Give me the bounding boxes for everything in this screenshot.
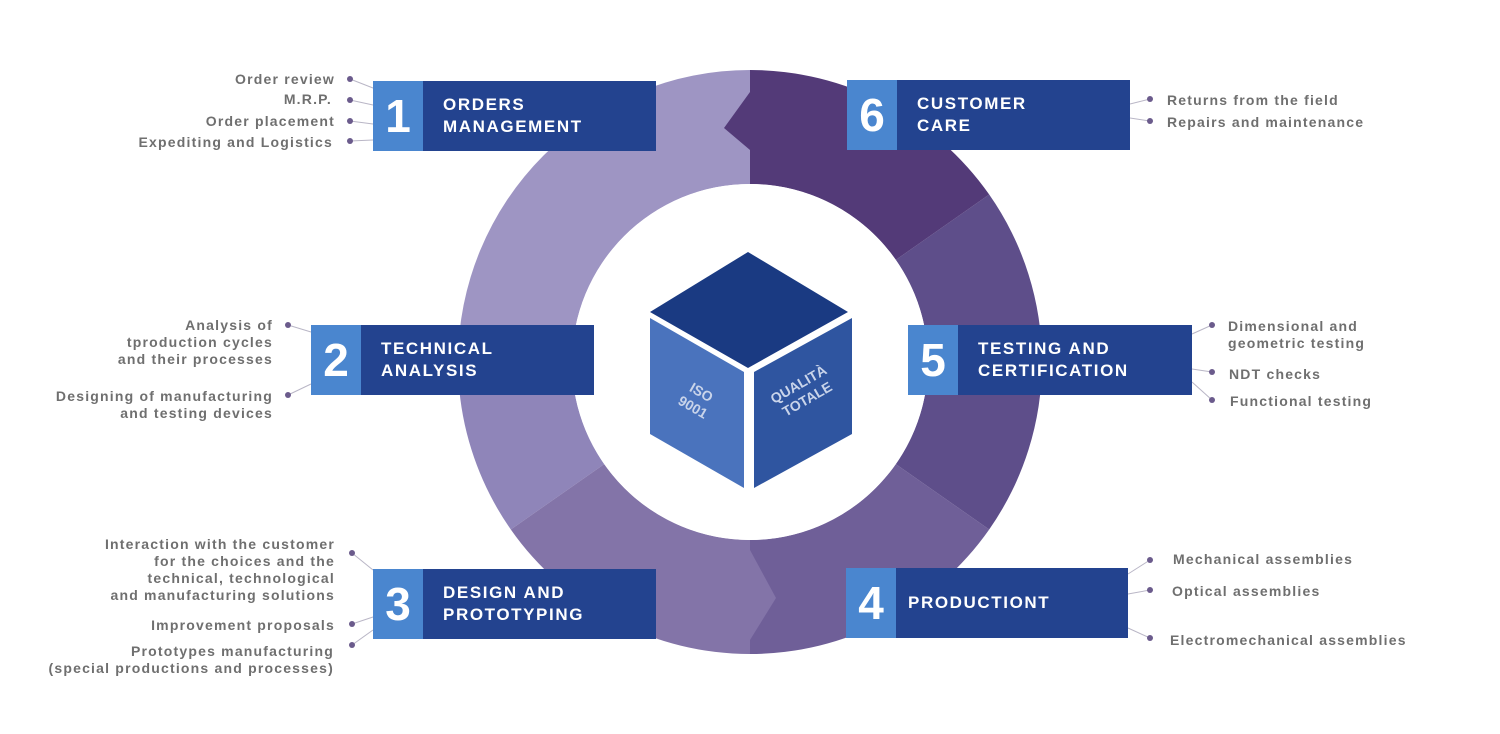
connector-dot (1147, 635, 1153, 641)
connector-dot (347, 138, 353, 144)
cube-right-face (754, 318, 852, 488)
connector-dot (347, 76, 353, 82)
ring-segment-2 (458, 362, 605, 530)
step-6-item-1: Returns from the field (1167, 92, 1339, 108)
ring-segment-1 (458, 70, 750, 362)
connector-line (1191, 324, 1213, 335)
step-5-number: 5 (908, 325, 958, 395)
connector-line (349, 78, 374, 89)
connector-dot (1147, 96, 1153, 102)
ring-arrow-notch-bottom (750, 550, 776, 640)
ring-segment-6 (750, 70, 990, 260)
connector-dot (349, 642, 355, 648)
step-4-item-1: Mechanical assemblies (1173, 551, 1354, 567)
ring-segment-3 (510, 464, 750, 654)
step-6-title: CUSTOMER CARE (917, 94, 1027, 135)
connector-line (1127, 627, 1151, 639)
connector-line (1191, 368, 1213, 373)
step-2-number: 2 (311, 325, 361, 395)
connector-line (351, 552, 374, 571)
connector-line (1129, 98, 1151, 105)
step-5-item-3: Functional testing (1230, 393, 1373, 409)
step-5-box: 5 TESTING AND CERTIFICATION (908, 325, 1192, 395)
connector-line (1129, 117, 1151, 122)
connector-line (1191, 381, 1213, 401)
step-3-item-2: Improvement proposals (151, 617, 335, 633)
cube-top-face (650, 252, 848, 368)
step-6-number: 6 (847, 80, 897, 150)
connector-line (351, 629, 374, 646)
step-5-item-1: Dimensional and geometric testing (1228, 318, 1366, 351)
step-2-title: TECHNICAL ANALYSIS (381, 339, 494, 380)
step-1-item-4: Expediting and Logistics (138, 134, 333, 150)
step-2-item-1: Analysis of tproduction cycles and their… (117, 317, 273, 367)
step-1-item-3: Order placement (205, 113, 335, 129)
connector-dot (347, 97, 353, 103)
connector-dot (285, 392, 291, 398)
connector-dot (1209, 369, 1215, 375)
step-2-item-2: Designing of manufacturing and testing d… (55, 388, 273, 421)
step-6-box: 6 CUSTOMER CARE (847, 80, 1130, 150)
connector-dot (349, 550, 355, 556)
connector-line (351, 616, 374, 625)
step-1-box: 1 ORDERS MANAGEMENT (373, 81, 656, 151)
connector-line (1127, 559, 1151, 575)
ring-arrow-notch (724, 92, 750, 150)
step-4-number: 4 (846, 568, 896, 638)
step-3-number: 3 (373, 569, 423, 639)
connector-dot (1147, 587, 1153, 593)
quality-cube: ISO9001 QUALITÀTOTALE (650, 252, 852, 488)
process-ring (458, 70, 1042, 654)
connector-line (287, 383, 312, 396)
step-1-title: ORDERS MANAGEMENT (443, 95, 583, 136)
connector-line (349, 120, 374, 125)
connector-line (287, 324, 312, 333)
connector-dot (1147, 557, 1153, 563)
step-6-item-2: Repairs and maintenance (1167, 114, 1365, 130)
step-3-item-1: Interaction with the customer for the ch… (104, 536, 335, 603)
connector-dot (349, 621, 355, 627)
connector-line (349, 99, 374, 106)
step-5-item-2: NDT checks (1229, 366, 1322, 382)
step-4-box: 4 PRODUCTIONt (846, 568, 1128, 638)
step-2-box: 2 TECHNICAL ANALYSIS (311, 325, 594, 395)
connector-line (1127, 589, 1151, 595)
step-3-box: 3 DESIGN AND PROTOTYPING (373, 569, 656, 639)
cube-left-face (650, 318, 744, 488)
connector-dot (347, 118, 353, 124)
step-3-item-3: Prototypes manufacturing (special produc… (48, 643, 334, 676)
step-4-item-3: Electromechanical assemblies (1170, 632, 1407, 648)
connector-dot (1209, 397, 1215, 403)
ring-segment-4 (750, 464, 990, 654)
connector-dot (285, 322, 291, 328)
step-4-title: PRODUCTIONt (908, 593, 1051, 612)
connector-line (349, 139, 374, 142)
step-1-item-1: Order review (235, 71, 335, 87)
step-5-title: TESTING AND CERTIFICATION (978, 339, 1129, 380)
step-1-number: 1 (373, 81, 423, 151)
connector-dot (1147, 118, 1153, 124)
connector-dot (1209, 322, 1215, 328)
step-1-item-2: M.R.P. (283, 91, 332, 107)
step-4-item-2: Optical assemblies (1172, 583, 1321, 599)
step-3-title: DESIGN AND PROTOTYPING (443, 583, 585, 624)
item-connectors (285, 76, 1215, 648)
